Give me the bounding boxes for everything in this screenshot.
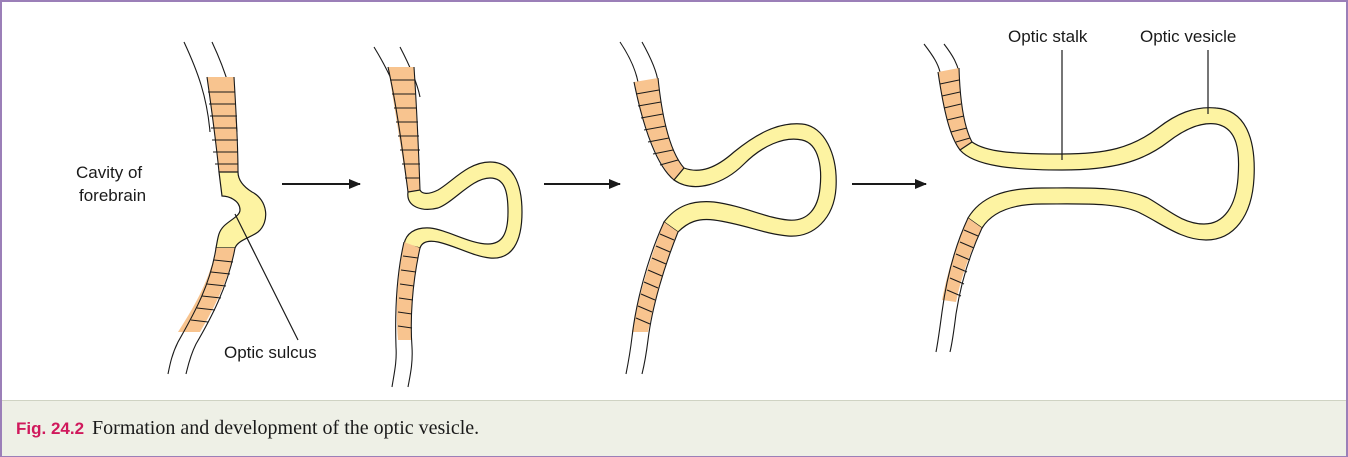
label-cavity-line1: Cavity of bbox=[76, 163, 142, 182]
caption-bar: Fig. 24.2 Formation and development of th… bbox=[2, 400, 1346, 456]
optic-evagination bbox=[404, 162, 522, 258]
optic-sulcus-pointer bbox=[235, 214, 298, 340]
figure-number: Fig. 24.2 bbox=[16, 419, 84, 438]
diagram: Cavity of forebrain Optic sulcus bbox=[2, 2, 1346, 400]
optic-stalk-and-vesicle bbox=[960, 108, 1254, 240]
stage-4-optic-stalk-vesicle: Optic stalk Optic vesicle bbox=[924, 27, 1254, 352]
optic-vesicle-early bbox=[664, 124, 836, 236]
caption-text: Formation and development of the optic v… bbox=[92, 417, 479, 439]
label-optic-sulcus: Optic sulcus bbox=[224, 343, 317, 362]
stage-3-optic-vesicle bbox=[620, 42, 836, 374]
stage-1-optic-sulcus: Cavity of forebrain Optic sulcus bbox=[76, 42, 317, 374]
optic-sulcus-bulge bbox=[216, 172, 266, 248]
label-cavity-line2: forebrain bbox=[79, 186, 146, 205]
label-optic-stalk: Optic stalk bbox=[1008, 27, 1088, 46]
figure-caption: Fig. 24.2 Formation and development of th… bbox=[16, 417, 479, 440]
label-optic-vesicle: Optic vesicle bbox=[1140, 27, 1236, 46]
stage-2-evagination bbox=[374, 47, 522, 387]
